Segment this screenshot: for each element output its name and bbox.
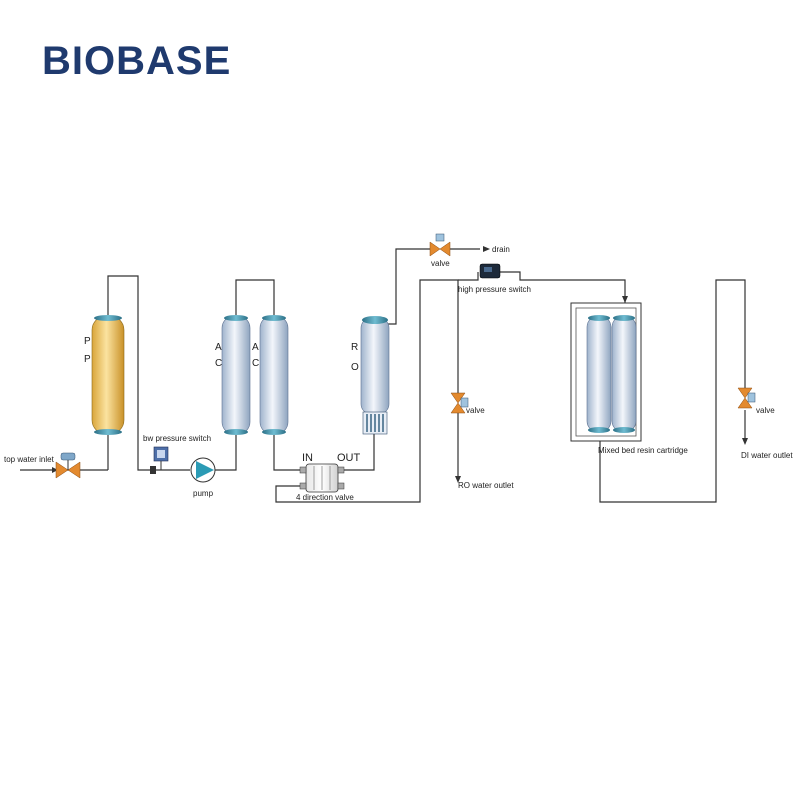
ro-membrane-vessel: R O: [351, 316, 390, 435]
pp-filter-vessel: P P: [84, 315, 125, 435]
drain-valve-label: valve: [431, 259, 450, 268]
out-label: OUT: [337, 452, 361, 464]
mixed-bed-label: Mixed bed resin cartridge: [598, 446, 688, 455]
ro-valve-label: valve: [466, 406, 485, 415]
pp-letter-1: P: [84, 336, 91, 347]
ro-letter-1: R: [351, 342, 358, 353]
high-pressure-switch-label: high pressure switch: [458, 285, 531, 294]
tap-inlet-label: top water inlet: [4, 455, 55, 464]
ro-outlet-valve-icon: [450, 392, 469, 414]
drain-label: drain: [492, 245, 510, 254]
inlet-valve-icon: [55, 452, 81, 479]
four-direction-valve-label: 4 direction valve: [296, 493, 354, 502]
ac1-letter-2: C: [215, 358, 222, 369]
di-water-outlet-label: DI water outlet: [741, 451, 793, 460]
in-label: IN: [302, 452, 313, 464]
four-direction-valve-icon: [299, 463, 345, 493]
ac-vessel-2: A C: [252, 315, 289, 435]
high-pressure-switch-icon: [479, 263, 501, 279]
pp-letter-2: P: [84, 354, 91, 365]
pump-icon: [190, 457, 216, 483]
ro-water-outlet-label: RO water outlet: [458, 481, 514, 490]
ac-vessel-1: A C: [215, 315, 251, 435]
biobase-logo: BIOBASE: [42, 39, 232, 83]
ac2-letter-1: A: [252, 342, 259, 353]
bw-pressure-switch-icon: [150, 446, 169, 474]
ac2-letter-2: C: [252, 358, 259, 369]
pump-label: pump: [193, 489, 214, 498]
bw-pressure-switch-label: bw pressure switch: [143, 434, 211, 443]
drain-valve-icon: [429, 233, 451, 257]
ac1-letter-1: A: [215, 342, 222, 353]
di-outlet-valve-icon: [737, 387, 756, 409]
mixed-bed-cartridge: [570, 302, 642, 442]
di-valve-label: valve: [756, 406, 775, 415]
ro-letter-2: O: [351, 362, 359, 373]
pipes: [20, 248, 746, 503]
flow-arrows: [52, 246, 748, 483]
